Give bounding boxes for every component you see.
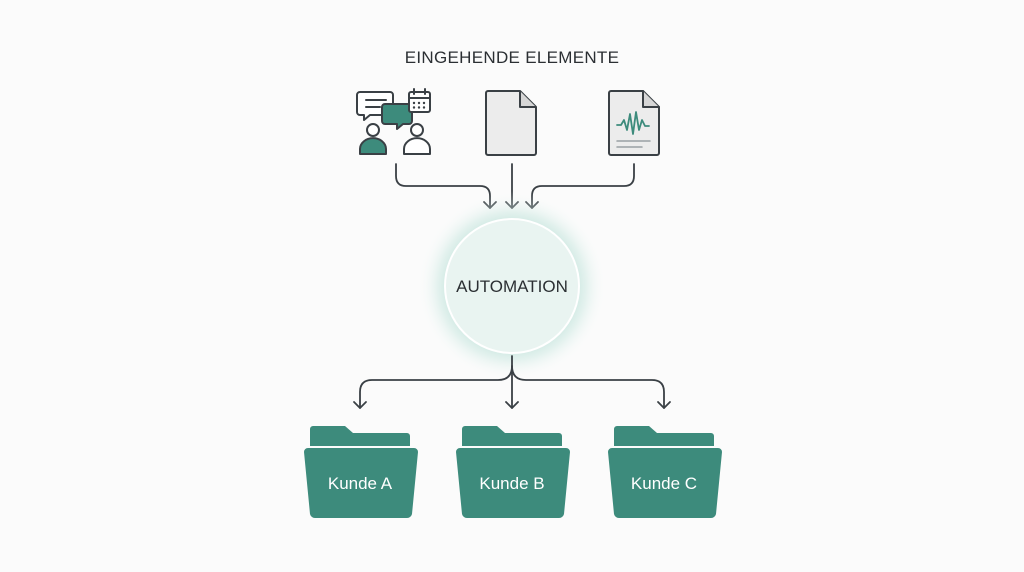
folder-icon (304, 426, 418, 519)
folder-icon (608, 426, 722, 519)
automation-label: AUTOMATION (456, 277, 568, 296)
document-icon (485, 90, 537, 156)
folder-label: Kunde B (479, 474, 544, 493)
outgoing-arrows (353, 355, 671, 409)
incoming-items-heading: EINGEHENDE ELEMENTE (404, 48, 620, 67)
folder-icon (456, 426, 570, 519)
calendar-dots (412, 101, 426, 109)
automation-node (444, 218, 580, 354)
folder-kunde-c[interactable]: Kunde C (608, 426, 722, 519)
folder-label: Kunde A (328, 474, 393, 493)
folder-kunde-a[interactable]: Kunde A (304, 426, 418, 519)
chat-people-calendar-icon (356, 88, 431, 155)
folder-label: Kunde C (631, 474, 697, 493)
folder-kunde-b[interactable]: Kunde B (456, 426, 570, 519)
audio-document-icon (608, 90, 660, 156)
